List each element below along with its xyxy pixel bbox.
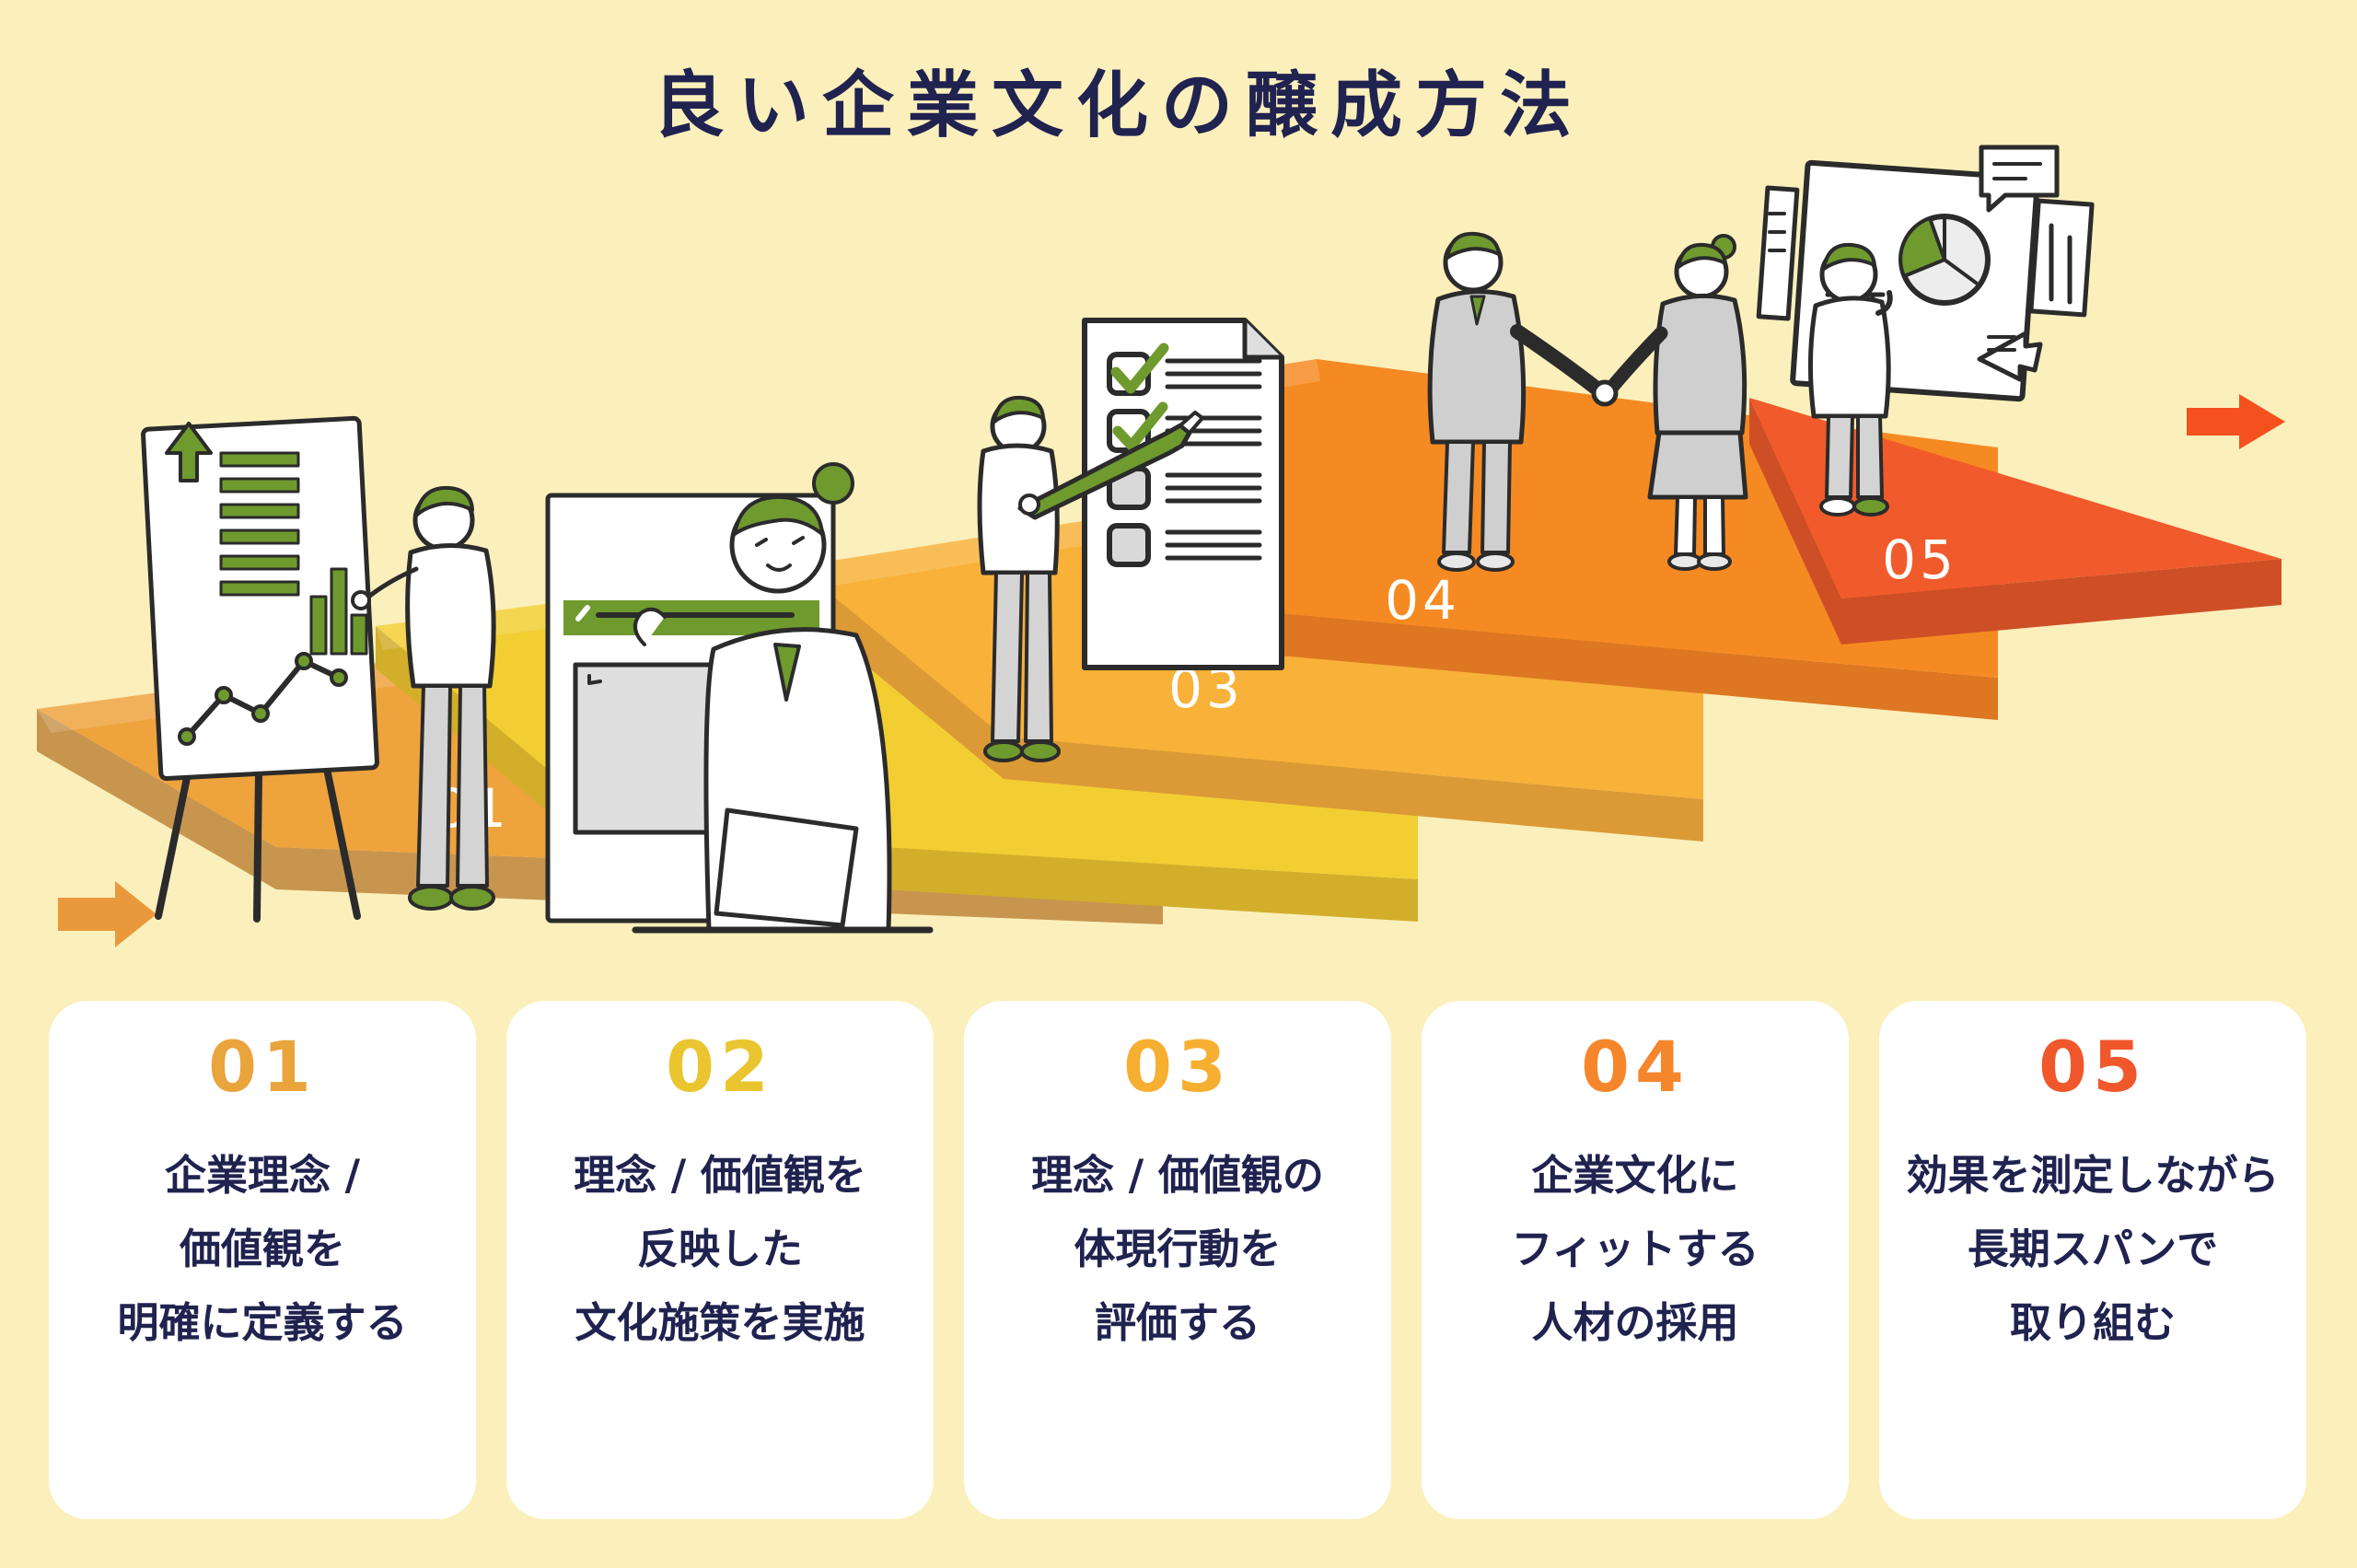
presenter-shoe	[449, 885, 495, 911]
step-card-1: 01 企業理念 / 価値観を 明確に定義する	[49, 1001, 476, 1519]
step-card-5-line: 取り組む	[2009, 1298, 2176, 1347]
checkmark-icon	[1112, 401, 1168, 451]
speaker-hair	[733, 494, 824, 536]
step-5-front-face	[1841, 559, 2282, 645]
step-card-4-number: 04	[1581, 1026, 1689, 1108]
illustration-evaluation-checklist	[977, 318, 1284, 762]
growth-up-arrow-icon	[165, 422, 213, 482]
step-card-2-line: 理念 / 価値観を	[574, 1151, 866, 1200]
step-4-front-face	[1280, 613, 1998, 720]
checkmark-icon	[1110, 343, 1169, 394]
handshake-skirt	[1647, 430, 1748, 500]
illustration-growth-chart-easel	[141, 415, 496, 923]
step-card-3-line: 評価する	[1094, 1298, 1260, 1347]
step-card-4-line: 企業文化に	[1531, 1151, 1739, 1200]
illustration-hiring-handshake	[1427, 231, 1748, 572]
step-3-front-face	[1004, 737, 1703, 842]
step-card-3-line: 体現行動を	[1074, 1225, 1282, 1273]
step-5-number-label: 05	[1882, 528, 1957, 591]
pencil-tip	[1178, 411, 1204, 435]
presenter-shoe	[408, 885, 454, 911]
step-card-2: 02 理念 / 価値観を 反映した 文化施策を実施	[506, 1001, 934, 1519]
step-card-5-number: 05	[2038, 1026, 2147, 1108]
step-card-4-line: 人材の採用	[1531, 1298, 1739, 1347]
continue-arrow-icon	[2187, 394, 2285, 449]
step-card-4-line: フィットする	[1511, 1225, 1759, 1273]
step-card-1-number: 01	[208, 1026, 317, 1108]
step-card-1-line: 価値観を	[179, 1225, 345, 1273]
handshake-hands	[1591, 379, 1619, 407]
step-card-1-line: 企業理念 /	[164, 1151, 361, 1200]
step-3-side-face	[797, 566, 1004, 779]
step-card-5: 05 効果を測定しながら 長期スパンで 取り組む	[1879, 1001, 2306, 1519]
illustration-metrics-dashboard	[1756, 145, 2095, 517]
page-title: 良い企業文化の醸成方法	[652, 64, 1585, 147]
step-card-5-line: 効果を測定しながら	[1906, 1151, 2280, 1200]
step-card-3: 03 理念 / 価値観の 体現行動を 評価する	[964, 1001, 1391, 1519]
step-card-4: 04 企業文化に フィットする 人材の採用	[1422, 1001, 1849, 1519]
step-card-3-line: 理念 / 価値観の	[1031, 1151, 1324, 1200]
handshake-tie	[1469, 295, 1486, 326]
speaker-paper	[714, 807, 859, 928]
speaker-hair-bun	[812, 462, 854, 505]
paper-fold-corner	[1242, 318, 1284, 360]
step-card-2-line: 反映した	[636, 1225, 803, 1273]
step-card-5-line: 長期スパンで	[1967, 1225, 2219, 1273]
step-4-number-label: 04	[1385, 569, 1460, 632]
illustration-policy-presentation-board	[545, 462, 934, 934]
step-card-2-number: 02	[666, 1026, 774, 1108]
step-cards: 01 企業理念 / 価値観を 明確に定義する 02 理念 / 価値観を 反映した…	[49, 1001, 2306, 1519]
step-5-side-face	[1749, 398, 1841, 645]
step-card-3-number: 03	[1123, 1026, 1232, 1108]
step-card-2-line: 文化施策を実施	[575, 1298, 865, 1347]
speaker-tie	[773, 643, 801, 702]
presenter-hair	[414, 485, 474, 517]
step-1-side-face	[37, 709, 276, 889]
trend-arrow-icon	[1977, 331, 2043, 382]
step-card-1-line: 明確に定義する	[117, 1298, 408, 1347]
start-arrow-icon	[58, 881, 157, 947]
